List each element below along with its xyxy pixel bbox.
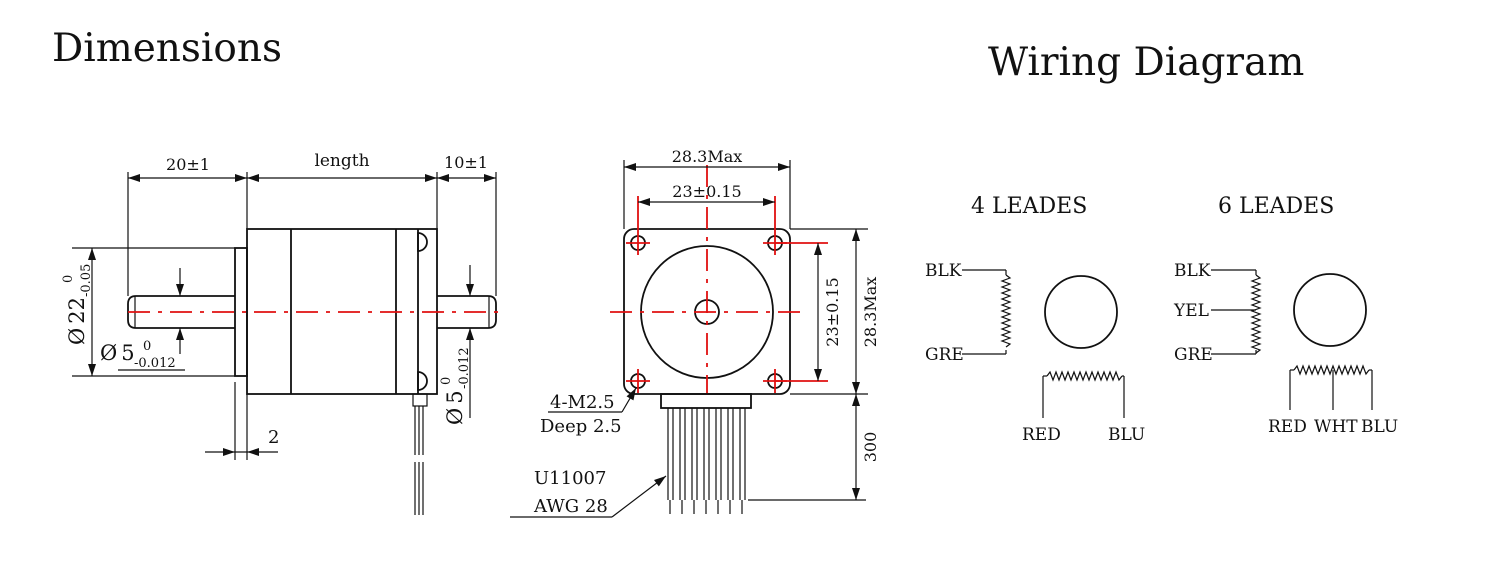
four-lead-red: RED [1022,425,1061,445]
mount-depth-label: Deep 2.5 [540,416,622,437]
wiring-diagram-title: Wiring Diagram [988,40,1305,85]
four-lead-blk: BLK [925,261,962,281]
six-lead-diagram: 6 LEADES BLK YEL GRE RED WHT BLU [1173,194,1398,437]
wire-length-label: 300 [861,432,880,463]
four-lead-title: 4 LEADES [971,194,1087,219]
six-lead-rotor [1293,273,1367,347]
body-diameter-label: 22 [65,297,89,324]
four-lead-coil-b [1046,370,1123,382]
rear-shaft-tol-upper: 0 [439,377,454,385]
svg-text:Ø5: Ø5 [100,341,135,365]
six-lead-red: RED [1268,417,1307,437]
overall-height-label: 28.3Max [861,277,880,348]
front-view: 28.3Max 23±0.15 23±0.15 28.3Max 300 4-M2… [510,147,880,518]
wire-gauge-label: AWG 28 [533,496,608,517]
six-lead-coil-b [1293,364,1370,376]
wire-connector [660,393,752,409]
front-shaft-diameter-label: 5 [121,341,134,365]
six-lead-yel: YEL [1173,301,1209,321]
six-lead-blk: BLK [1174,261,1211,281]
overall-width-label: 28.3Max [672,147,743,166]
flange-thickness-label: 2 [268,427,279,448]
front-shaft-tol-lower: -0.012 [134,356,176,371]
shaft-rear-length-label: 10±1 [444,153,488,172]
four-lead-diagram: 4 LEADES BLK GRE RED BLU [925,194,1145,445]
six-lead-gre: GRE [1174,345,1213,365]
front-shaft-tol-upper: 0 [143,339,151,354]
diameter-symbol: Ø [100,341,117,365]
svg-text:Ø5: Ø5 [443,390,467,425]
wire-type-label: U11007 [534,468,606,489]
six-lead-wht: WHT [1314,417,1358,437]
body-diameter-tol-upper: 0 [61,275,76,283]
four-lead-gre: GRE [925,345,964,365]
dimensions-title: Dimensions [52,26,283,71]
svg-text:Ø22: Ø 22 [65,297,89,345]
six-lead-coil-a [1250,274,1262,354]
diameter-symbol: Ø [65,328,89,345]
four-lead-blu: BLU [1108,425,1145,445]
rear-shaft-tol-lower: -0.012 [457,347,472,389]
shaft-front-length-label: 20±1 [166,155,210,174]
six-lead-title: 6 LEADES [1218,194,1334,219]
four-lead-coil-a [1000,274,1012,348]
front-boss [234,247,248,377]
mount-thread-label: 4-M2.5 [550,392,615,413]
rear-shaft-diameter-label: 5 [443,390,467,403]
body-length-label: length [314,151,369,171]
four-lead-rotor [1044,275,1118,349]
hole-spacing-horizontal-label: 23±0.15 [672,182,741,201]
body-diameter-tol-lower: -0.05 [79,264,94,297]
diameter-symbol: Ø [443,408,467,425]
six-lead-blu: BLU [1361,417,1398,437]
hole-spacing-vertical-label: 23±0.15 [823,277,842,346]
